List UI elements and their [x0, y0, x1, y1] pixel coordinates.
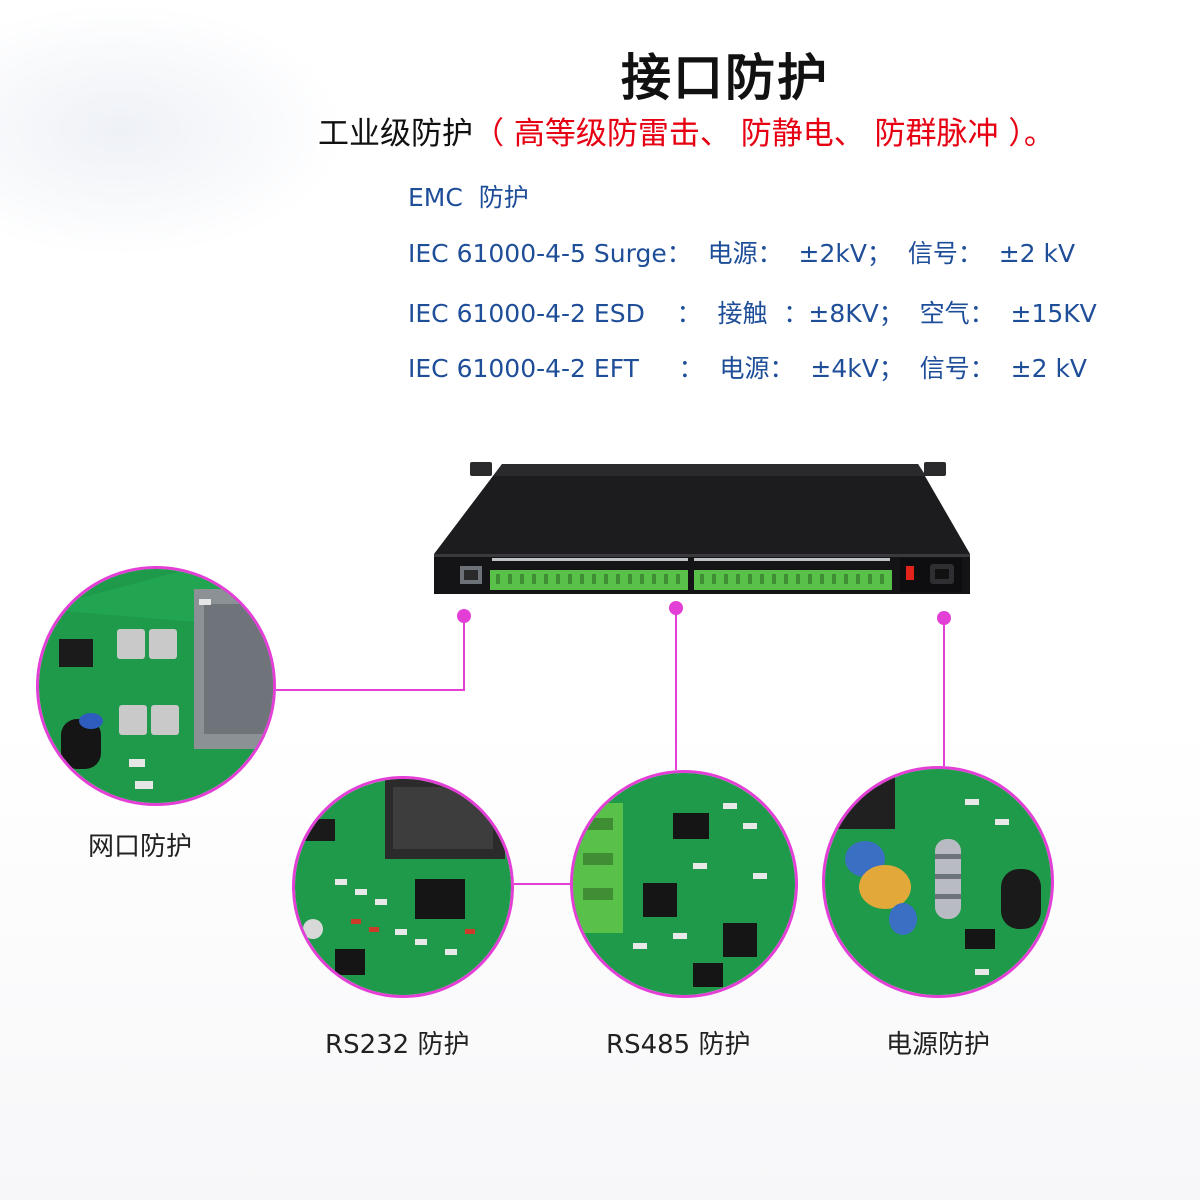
rack-device-image [434, 462, 970, 594]
subtitle-highlight: （ 高等级防雷击、 防静电、 防群脉冲 ）。 [473, 116, 1055, 152]
label-rs485-protection: RS485 防护 [606, 1030, 751, 1060]
spec-eft: IEC 61000-4-2 EFT ： 电源： ±4kV； 信号： ±2 kV [408, 354, 1088, 383]
label-rs232-protection: RS232 防护 [325, 1030, 470, 1060]
network-protection-image [36, 566, 276, 806]
spec-surge: IEC 61000-4-5 Surge： 电源： ±2kV； 信号： ±2 kV [408, 239, 1076, 268]
protection-subtitle: 工业级防护（ 高等级防雷击、 防静电、 防群脉冲 ）。 [318, 108, 1055, 153]
spec-esd: IEC 61000-4-2 ESD ： 接触 ：±8KV； 空气： ±15KV [408, 299, 1097, 328]
label-power-protection: 电源防护 [886, 1030, 991, 1060]
subtitle-prefix: 工业级防护 [318, 116, 473, 152]
spec-emc-heading: EMC 防护 [408, 183, 529, 212]
label-network-protection: 网口防护 [88, 832, 193, 862]
power-protection-image [822, 766, 1054, 998]
terminal-blocks [490, 558, 892, 590]
rs485-protection-image [570, 770, 798, 998]
rs232-protection-image [292, 776, 514, 998]
page-title: 接口防护 [621, 49, 829, 107]
